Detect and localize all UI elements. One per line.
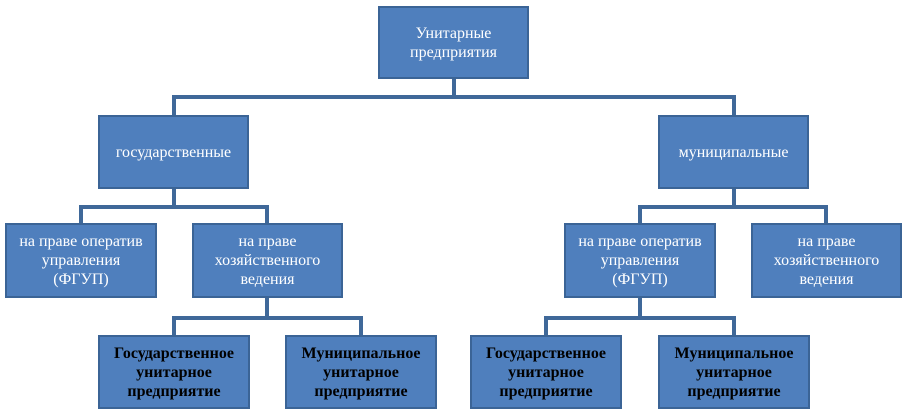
- node-right-state-unitary-enterprise-label: Государственное унитарное предприятие: [486, 344, 606, 400]
- node-unitary-enterprises-label: Унитарные предприятия: [410, 24, 497, 61]
- node-municipal-economic-management: на праве хозяйственного ведения: [751, 223, 902, 298]
- node-state-economic-management-label: на праве хозяйственного ведения: [214, 233, 321, 288]
- node-left-state-unitary-enterprise: Государственное унитарное предприятие: [98, 335, 250, 409]
- node-municipal-economic-management-label: на праве хозяйственного ведения: [773, 233, 880, 288]
- node-left-state-unitary-enterprise-label: Государственное унитарное предприятие: [114, 344, 234, 400]
- node-state-label: государственные: [115, 143, 232, 161]
- node-left-municipal-unitary-enterprise-label: Муниципальное унитарное предприятие: [301, 344, 421, 400]
- node-right-municipal-unitary-enterprise-label: Муниципальное унитарное предприятие: [674, 344, 794, 400]
- node-unitary-enterprises: Унитарные предприятия: [378, 6, 529, 79]
- node-municipal-operational-management: на праве оператив управления (ФГУП): [564, 223, 716, 298]
- node-state: государственные: [98, 115, 249, 189]
- node-state-operational-management-label: на праве оператив управления (ФГУП): [19, 233, 143, 288]
- node-right-municipal-unitary-enterprise: Муниципальное унитарное предприятие: [658, 335, 810, 409]
- node-right-state-unitary-enterprise: Государственное унитарное предприятие: [470, 335, 622, 409]
- node-municipal-label: муниципальные: [678, 143, 789, 161]
- node-municipal: муниципальные: [658, 115, 809, 189]
- node-state-economic-management: на праве хозяйственного ведения: [192, 223, 343, 298]
- node-state-operational-management: на праве оператив управления (ФГУП): [5, 223, 157, 298]
- node-left-municipal-unitary-enterprise: Муниципальное унитарное предприятие: [285, 335, 437, 409]
- node-municipal-operational-management-label: на праве оператив управления (ФГУП): [578, 233, 702, 288]
